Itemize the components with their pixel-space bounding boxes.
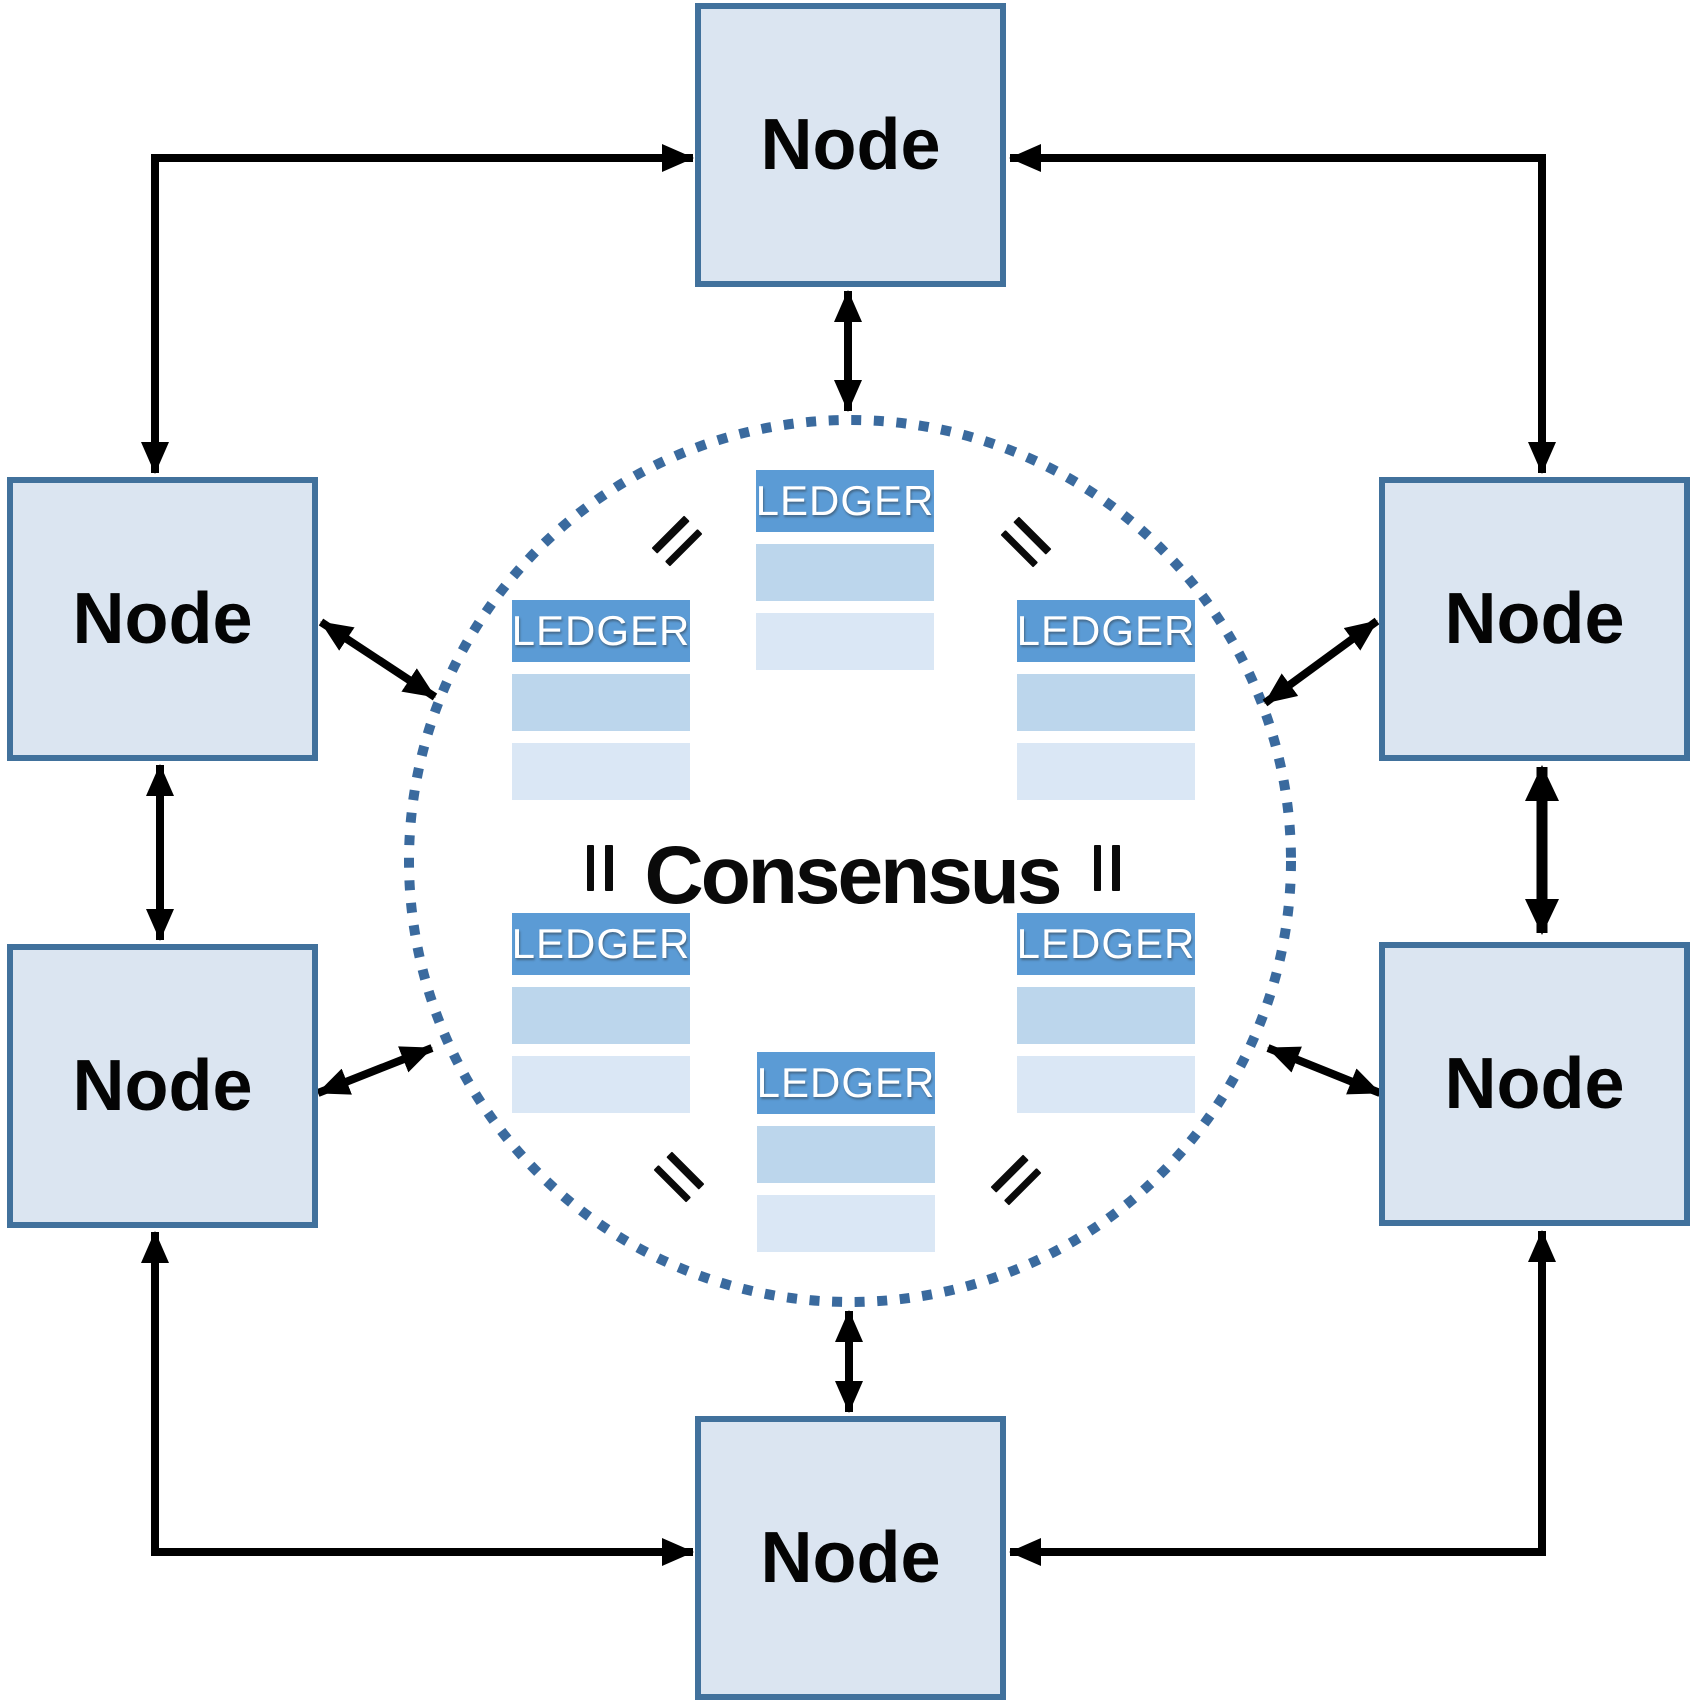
node-label: Node <box>72 1046 253 1126</box>
ledger-table-top-center: LEDGER <box>756 470 934 670</box>
node-label: Node <box>72 579 253 659</box>
node-box-right-lower: Node <box>1379 942 1690 1226</box>
ledger-header: LEDGER <box>1017 600 1195 662</box>
ledger-row <box>512 987 690 1044</box>
equals-icon <box>587 845 613 891</box>
ledger-header: LEDGER <box>1017 913 1195 975</box>
ledger-header: LEDGER <box>756 470 934 532</box>
ledger-row <box>756 544 934 601</box>
connector-elbow-bottom-right <box>1009 1230 1556 1566</box>
node-box-left-lower: Node <box>7 944 318 1228</box>
ledger-row <box>1017 987 1195 1044</box>
equals-icon <box>1094 845 1120 891</box>
connector-right-upper-circle <box>1262 617 1380 707</box>
node-box-top: Node <box>695 3 1006 287</box>
connector-elbow-top-right <box>1009 144 1556 474</box>
connector-left-upper-circle <box>318 618 438 701</box>
ledger-row <box>757 1195 935 1252</box>
ledger-table-upper-left: LEDGER <box>512 600 690 800</box>
ledger-row <box>512 1056 690 1113</box>
consensus-label: Consensus <box>644 830 1063 921</box>
connector-left-lower-circle <box>316 1044 434 1097</box>
connector-right-lower-circle <box>1266 1044 1382 1097</box>
ledger-table-bottom-center: LEDGER <box>757 1052 935 1252</box>
ledger-row <box>1017 743 1195 800</box>
ledger-row <box>1017 1056 1195 1113</box>
connector-elbow-bottom-left <box>141 1231 694 1566</box>
ledger-row <box>1017 674 1195 731</box>
node-label: Node <box>760 1518 941 1598</box>
node-box-right-upper: Node <box>1379 477 1690 761</box>
consensus-boundary-circle <box>404 415 1296 1307</box>
node-box-bottom: Node <box>695 1416 1006 1700</box>
ledger-header: LEDGER <box>757 1052 935 1114</box>
node-label: Node <box>1444 1044 1625 1124</box>
ledger-table-lower-right: LEDGER <box>1017 913 1195 1113</box>
ledger-row <box>512 743 690 800</box>
ledger-header: LEDGER <box>512 600 690 662</box>
ledger-table-upper-right: LEDGER <box>1017 600 1195 800</box>
connector-elbow-top-left <box>141 144 694 474</box>
node-label: Node <box>760 105 941 185</box>
ledger-header: LEDGER <box>512 913 690 975</box>
ledger-row <box>757 1126 935 1183</box>
ledger-row <box>512 674 690 731</box>
ledger-row <box>756 613 934 670</box>
ledger-table-lower-left: LEDGER <box>512 913 690 1113</box>
node-label: Node <box>1444 579 1625 659</box>
node-box-left-upper: Node <box>7 477 318 761</box>
